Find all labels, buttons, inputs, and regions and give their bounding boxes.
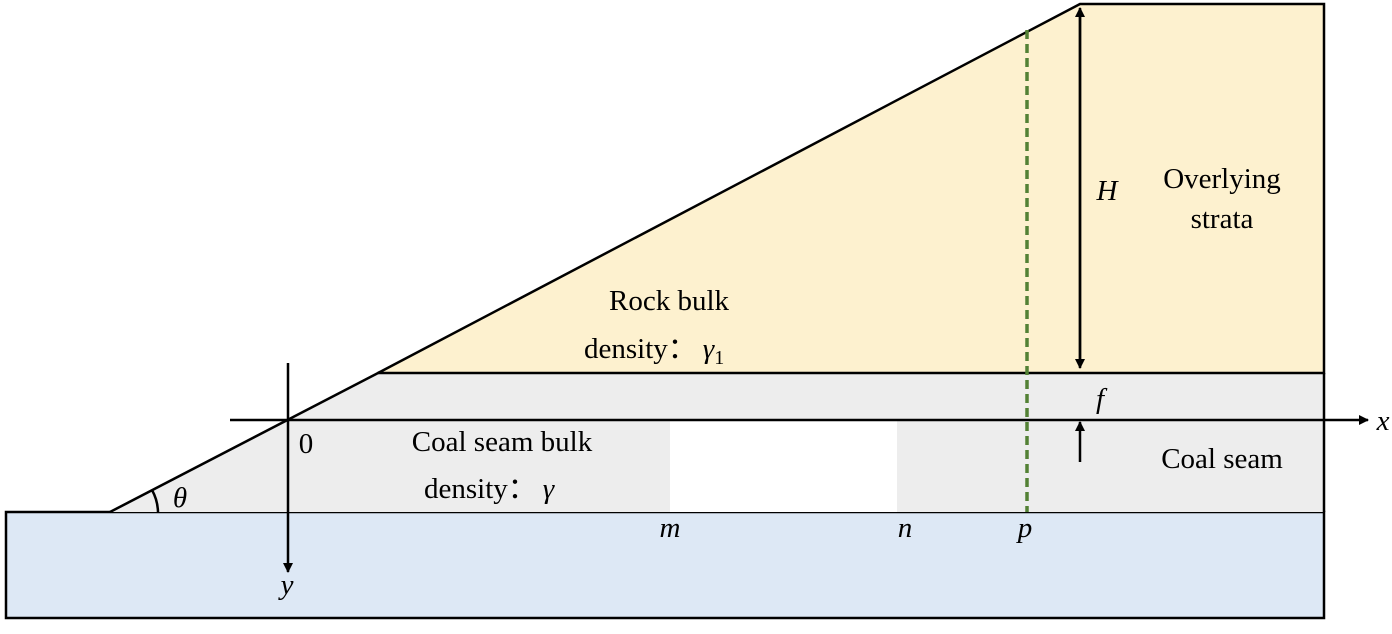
angle-label: θ (173, 482, 187, 514)
coal-density-label-line2: density：γ (424, 473, 556, 505)
overlying-strata-label-line1: Overlying (1163, 163, 1281, 195)
overlying-strata-region (377, 2, 1326, 375)
coal-seam-label: Coal seam (1161, 443, 1283, 475)
rock-density-label-line2: density：γ1 (584, 333, 724, 369)
floor-stratum (4, 510, 1326, 620)
point-m-label: m (660, 512, 681, 544)
rock-density-label-line1: Rock bulk (609, 285, 730, 317)
origin-label: 0 (299, 428, 314, 460)
rock-density-text: density： (584, 333, 697, 365)
overlying-strata-label-line2: strata (1191, 203, 1254, 235)
coal-density-text: density： (424, 473, 537, 505)
rock-density-subscript: 1 (714, 347, 724, 369)
point-p-label: p (1016, 512, 1033, 544)
rock-density-symbol: γ (703, 333, 716, 365)
coal-density-label-line1: Coal seam bulk (412, 426, 593, 458)
goaf-region (670, 421, 897, 512)
coal-density-symbol: γ (543, 473, 556, 505)
y-axis-label: y (278, 569, 294, 601)
slope-line (109, 370, 381, 514)
height-label: H (1096, 175, 1120, 207)
point-n-label: n (898, 512, 913, 544)
angle-arc (150, 489, 160, 513)
x-axis-label: x (1376, 405, 1390, 437)
